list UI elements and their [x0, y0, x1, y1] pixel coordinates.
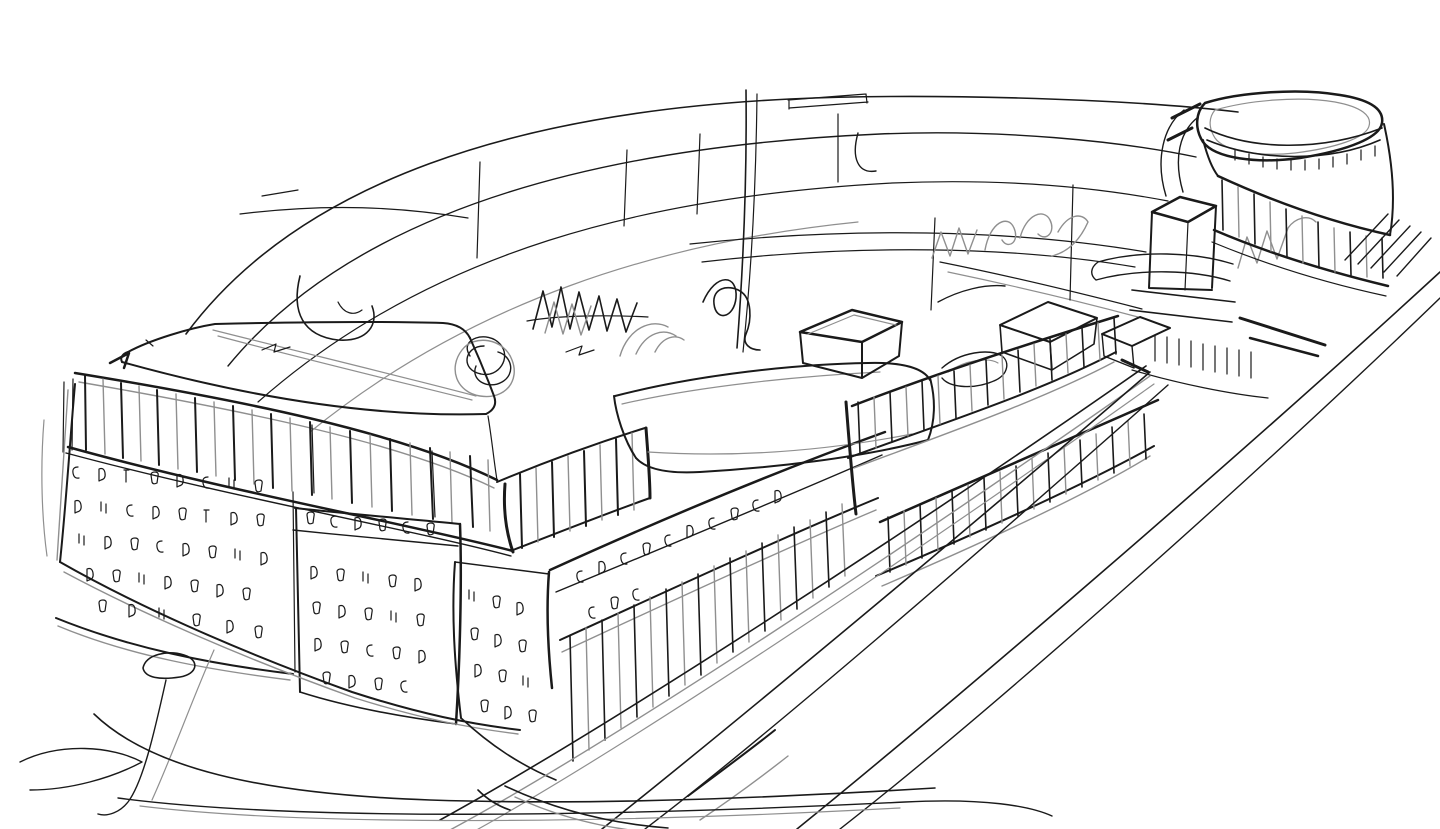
canopy-curves [185, 95, 1239, 433]
window-doodles [72, 466, 782, 723]
left-building-plinth [59, 561, 521, 816]
window-doodles-left-facade [72, 466, 268, 639]
avenue-lines [439, 271, 1440, 829]
left-building [41, 320, 652, 816]
window-doodles-end-face [468, 589, 537, 723]
drum-tower-shaft-box [1148, 195, 1218, 291]
drum-tower-base [1091, 253, 1327, 399]
left-building-facade [41, 383, 296, 681]
ground-lines [19, 713, 1053, 829]
masts [476, 89, 1074, 353]
left-building-roof-slab [108, 320, 595, 481]
left-building-projecting-block [292, 507, 463, 726]
drum-tower [1091, 90, 1432, 399]
rooftop-boxes [798, 284, 1171, 388]
right-blocks [844, 314, 1160, 587]
window-doodles-projecting-block [306, 511, 435, 693]
middle-building [452, 361, 935, 781]
left-building-colonnade [62, 371, 652, 557]
drum-tower-hatching [1344, 213, 1432, 277]
tree-scribbles [454, 213, 1317, 398]
